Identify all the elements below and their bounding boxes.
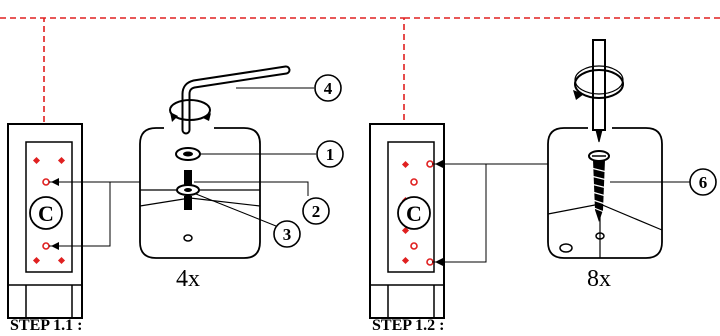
red-dot-markers: [32, 156, 66, 265]
step-label: STEP 1.2 :: [372, 317, 444, 334]
callout-3: [273, 220, 301, 248]
panel-letter-label: C: [406, 201, 422, 226]
step-1-2-group: C 6 8x STEP 1.: [369, 39, 717, 334]
callout-1: [316, 140, 344, 168]
callout-6: [689, 168, 717, 196]
hole-marker: [42, 178, 50, 186]
side-panel-right: C: [369, 123, 445, 319]
cam-fitting-icon: [175, 147, 201, 210]
hole-marker: [42, 242, 50, 250]
svg-text:3: 3: [283, 225, 292, 244]
panel-circle: [397, 196, 431, 230]
quantity-label: 8x: [587, 266, 611, 292]
callout-4: [314, 74, 342, 102]
rotate-arrow-icon: [573, 65, 624, 100]
step-1-1-group: C: [7, 65, 344, 334]
hole-marker: [410, 178, 418, 186]
quantity-label: 4x: [176, 266, 200, 292]
side-panel-left: C: [7, 123, 83, 319]
rotate-arrow-icon: [169, 99, 211, 122]
step-label: STEP 1.1 :: [10, 317, 82, 334]
svg-text:6: 6: [699, 173, 708, 192]
dashed-connector-line: [0, 17, 720, 122]
screw-detail-box: [547, 127, 663, 259]
leader-lines: [432, 163, 550, 263]
hex-key-icon: [181, 65, 291, 135]
panel-circle: [29, 196, 63, 230]
hole-marker: [410, 242, 418, 250]
screwdriver-icon: [592, 39, 606, 143]
callout-2: [302, 197, 330, 225]
panel-letter-label: C: [38, 201, 54, 226]
svg-text:2: 2: [312, 202, 321, 221]
svg-text:1: 1: [326, 145, 335, 164]
fitting-detail-box: [139, 127, 261, 259]
screw-icon: [588, 150, 610, 222]
svg-text:4: 4: [324, 79, 333, 98]
